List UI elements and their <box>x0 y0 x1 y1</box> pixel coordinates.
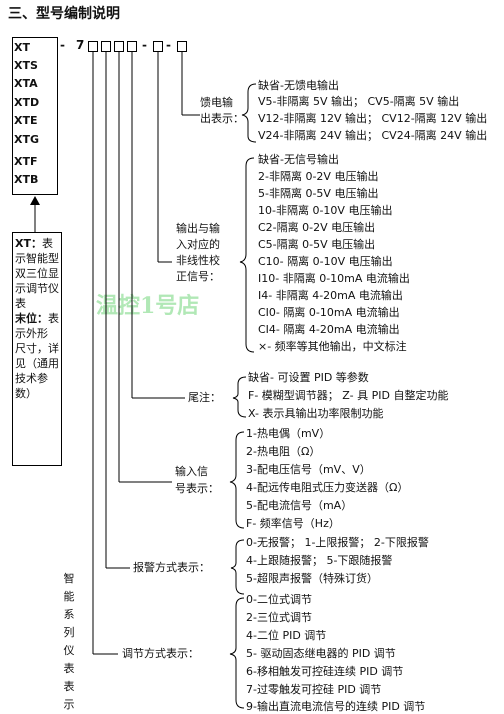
control-item-0: 0-二位式调节 <box>246 593 312 606</box>
model-xtd: XTD <box>14 96 40 109</box>
output-label-1: 输出与输 <box>176 222 220 235</box>
tail-item-2: X- 表示具输出功率限制功能 <box>248 407 384 420</box>
code-box-4 <box>127 41 137 52</box>
input-label-1: 输入信 <box>175 465 208 478</box>
vertical-label: 智能系列仪表表示 <box>63 572 75 711</box>
description-box <box>12 232 62 466</box>
tail-item-1: F- 模糊型调节器； Z- 具 PID 自整定功能 <box>248 389 449 402</box>
model-xtb: XTB <box>14 173 39 186</box>
input-item-1: 2-热电阻（Ω） <box>246 445 321 458</box>
control-item-4: 6-移相触发可控硅连续 PID 调节 <box>246 665 404 678</box>
model-xtg: XTG <box>14 133 40 146</box>
input-item-0: 1-热电偶（mV） <box>246 427 331 440</box>
input-label-2: 号表示： <box>175 482 219 495</box>
model-xts: XTS <box>14 59 38 72</box>
output-item-4: C2-隔离 0-2V 电压输出 <box>258 221 376 234</box>
control-item-5: 7-过零触发可控硅 PID 调节 <box>246 683 382 696</box>
output-item-10: CI4- 隔离 4-20mA 电流输出 <box>258 323 400 336</box>
input-item-2: 3-配电压信号（mV、V） <box>246 463 371 476</box>
output-item-3: 10-非隔离 0-10V 电压输出 <box>258 204 393 217</box>
model-xta: XTA <box>14 77 38 90</box>
output-item-2: 5-非隔离 0-5V 电压输出 <box>258 187 379 200</box>
description-text: XT：表示智能型双三位显示调节仪表 末位：表示外形 尺寸，详见（通用技术参数） <box>15 237 59 400</box>
alarm-label: 报警方式表示： <box>133 561 210 574</box>
code-box-3 <box>114 41 124 52</box>
control-label: 调节方式表示： <box>122 647 199 660</box>
output-item-11: ×- 频率等其他输出，中文标注 <box>258 340 407 353</box>
output-label-4: 正信号： <box>176 270 220 283</box>
output-item-9: CI0- 隔离 0-10mA 电流输出 <box>258 306 400 319</box>
feed-label-2: 出表示： <box>200 112 244 125</box>
code-dash: - <box>60 38 66 52</box>
output-label-3: 非线性校 <box>176 254 220 267</box>
control-item-1: 2-三位式调节 <box>246 611 312 624</box>
tail-item-0: 缺省- 可设置 PID 等参数 <box>248 371 369 384</box>
feed-item-2: V12-非隔离 12V 输出； CV12-隔离 12V 输出 <box>258 112 488 125</box>
output-item-8: I4- 非隔离 4-20mA 电流输出 <box>258 289 403 302</box>
output-label-2: 入对应的 <box>176 238 220 251</box>
input-item-5: F- 频率信号（Hz） <box>246 517 340 530</box>
model-xte: XTE <box>14 114 38 127</box>
output-item-0: 缺省-无信号输出 <box>258 153 339 166</box>
output-item-6: C10- 隔离 0-10V 电压输出 <box>258 255 393 268</box>
section-title: 三、型号编制说明 <box>8 6 120 22</box>
code-dash-3: - <box>166 38 172 52</box>
model-list-box <box>12 37 58 195</box>
output-item-7: I10- 非隔离 0-10mA 电流输出 <box>258 272 410 285</box>
feed-item-0: 缺省-无馈电输出 <box>258 79 339 92</box>
feed-label-1: 馈电输 <box>200 96 233 109</box>
control-item-6: 9-输出直流电流信号的连续 PID 调节 <box>246 700 426 713</box>
feed-item-3: V24-非隔离 24V 输出； CV24-隔离 24V 输出 <box>258 129 488 142</box>
output-item-5: C5-隔离 0-5V 电压输出 <box>258 238 376 251</box>
up-arrow-icon <box>30 196 40 205</box>
tail-label: 尾注： <box>188 391 221 404</box>
input-item-4: 5-配电流信号（mA） <box>246 499 353 512</box>
output-item-1: 2-非隔离 0-2V 电压输出 <box>258 170 379 183</box>
code-box-5 <box>153 41 163 52</box>
code-dash-2: - <box>142 38 148 52</box>
alarm-item-2: 5-超限声报警（特殊订货） <box>246 572 378 585</box>
code-box-1 <box>88 41 98 52</box>
code-box-6 <box>177 41 187 52</box>
model-xt: XT <box>14 41 30 54</box>
feed-item-1: V5-非隔离 5V 输出； CV5-隔离 5V 输出 <box>258 95 460 108</box>
code-digit: 7 <box>76 38 85 52</box>
model-xtf: XTF <box>14 155 38 168</box>
alarm-item-1: 4-上跟随报警； 5-下跟随报警 <box>246 554 393 567</box>
control-item-2: 4-二位 PID 调节 <box>246 629 327 642</box>
watermark: 温控1号店 <box>96 293 200 319</box>
code-box-2 <box>101 41 111 52</box>
control-item-3: 5- 驱动固态继电器的 PID 调节 <box>246 647 396 660</box>
input-item-3: 4-配远传电阻式压力变送器（Ω） <box>246 481 409 494</box>
alarm-item-0: 0-无报警； 1-上限报警； 2-下限报警 <box>246 536 429 549</box>
